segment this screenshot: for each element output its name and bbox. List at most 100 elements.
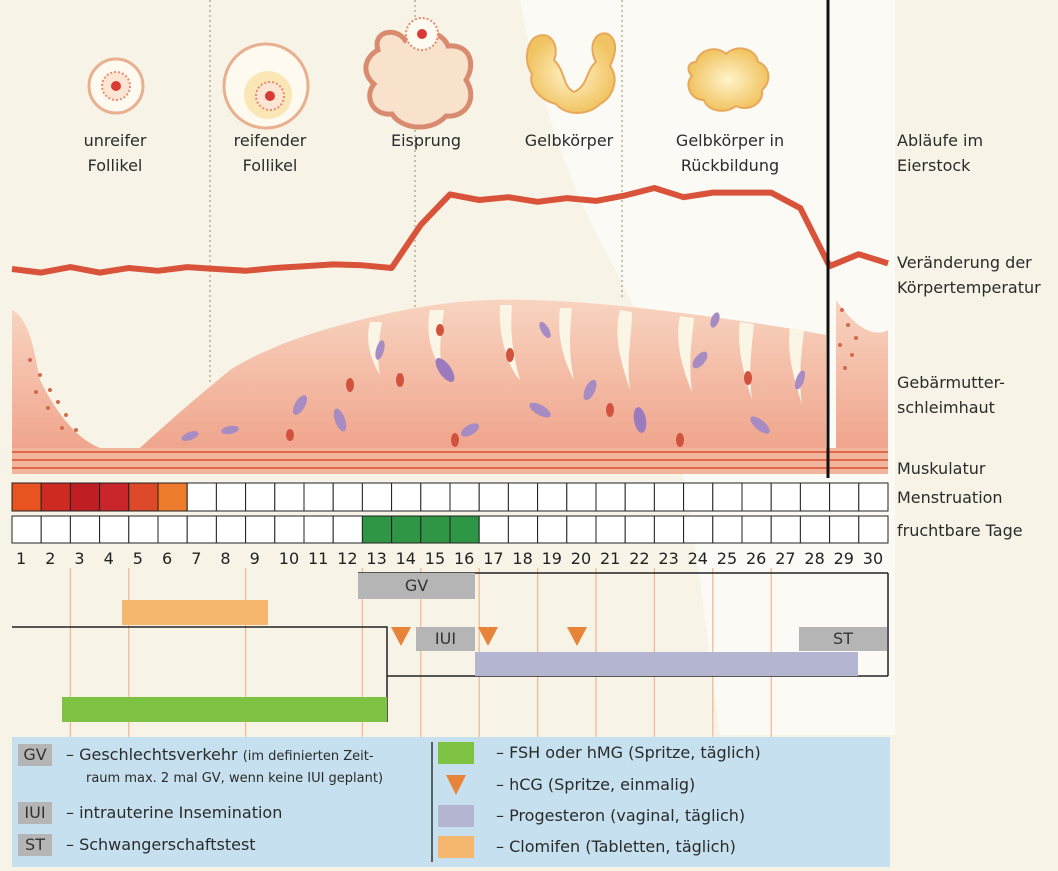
stage-label-line: Gelbkörper in — [675, 131, 785, 150]
fertile-day-cell — [858, 515, 889, 544]
iui-label: IUI — [434, 629, 457, 648]
legend-fsh-text: – FSH oder hMG (Spritze, täglich) — [496, 743, 761, 762]
ovulation-icon — [363, 17, 474, 130]
day-number: 13 — [366, 549, 386, 568]
stage-label-unripe-follicle: unreifer Follikel — [60, 128, 170, 178]
day-number: 10 — [279, 549, 299, 568]
menstruation-cell — [829, 482, 860, 512]
day-number: 23 — [658, 549, 678, 568]
row-label-temperature: Veränderung der Körpertemperatur — [897, 250, 1041, 300]
menstruation-cell — [624, 482, 655, 512]
unripe-follicle-icon — [87, 57, 145, 115]
stage-label-corpus-luteum: Gelbkörper — [510, 128, 628, 153]
legend-hcg-text: – hCG (Spritze, einmalig) — [496, 775, 696, 794]
schedule-area — [12, 572, 889, 722]
day-number: 5 — [133, 549, 143, 568]
day-number: 6 — [162, 549, 172, 568]
day-number: 1 — [16, 549, 26, 568]
ripening-follicle-icon — [222, 42, 310, 130]
fertile-day-cell — [245, 515, 276, 544]
menstruation-cell — [595, 482, 626, 512]
clomifen-bar — [122, 600, 268, 625]
corpus-luteum-icon — [526, 32, 616, 114]
stage-label-line: Rückbildung — [680, 156, 780, 175]
legend-progesteron-text: – Progesteron (vaginal, täglich) — [496, 806, 746, 825]
fertile-day-cell — [186, 515, 217, 544]
menstruation-cell — [391, 482, 422, 512]
stage-label-regressing-corpus-luteum: Gelbkörper in Rückbildung — [660, 128, 800, 178]
stage-label-ovulation: Eisprung — [370, 128, 482, 153]
menstruation-cell — [653, 482, 685, 512]
hcg-marker-day14 — [391, 627, 411, 646]
fertile-day-cell — [566, 515, 597, 544]
legend-fsh-swatch — [438, 742, 474, 764]
fertile-day-cell — [770, 515, 801, 544]
stage-label-line: reifender — [233, 131, 307, 150]
fsh-bracket-line — [12, 626, 388, 722]
menstruation-cell — [770, 482, 801, 512]
menstruation-cell — [507, 482, 539, 512]
day-number: 4 — [104, 549, 114, 568]
menstruation-cell — [303, 482, 334, 512]
menstruation-cell — [361, 482, 393, 512]
legend-gv-note2: raum max. 2 mal GV, wenn keine IUI gepla… — [86, 771, 384, 786]
legend-gv-text: – Geschlechtsverkehr (im definierten Zei… — [66, 744, 374, 768]
legend-iui-swatch — [18, 802, 52, 824]
legend-clomifen-text: – Clomifen (Tabletten, täglich) — [496, 837, 736, 856]
day-number: 22 — [629, 549, 649, 568]
menstruation-cell — [11, 482, 42, 512]
menstruation-cell — [478, 482, 509, 512]
menstruation-cell — [274, 482, 305, 512]
bleeding-dots — [28, 308, 858, 432]
legend-gv-main: – Geschlechtsverkehr — [66, 745, 238, 764]
iui-box — [416, 627, 475, 651]
menstruation-cell — [128, 482, 159, 512]
fertile-day-cell — [128, 515, 159, 544]
day-number: 14 — [396, 549, 416, 568]
fertile-day-cell — [361, 515, 393, 544]
day-number: 3 — [74, 549, 84, 568]
legend-st-swatch — [18, 834, 52, 856]
day-number: 15 — [425, 549, 445, 568]
row-label-ovary: Abläufe im Eierstock — [897, 128, 983, 178]
hcg-marker-day20 — [567, 627, 587, 646]
day-number: 12 — [337, 549, 357, 568]
fertile-day-cell — [215, 515, 247, 544]
fertile-day-cell — [69, 515, 101, 544]
legend-panel — [12, 737, 890, 867]
day-number: 26 — [746, 549, 766, 568]
legend-gv-note1: (im definierten Zeit- — [242, 749, 374, 764]
legend-hcg-triangle — [446, 775, 466, 795]
day-number: 29 — [834, 549, 854, 568]
fertile-day-cell — [624, 515, 655, 544]
fertile-day-cell — [420, 515, 451, 544]
row-label-fertile-days: fruchtbare Tage — [897, 521, 1023, 540]
day-number: 21 — [600, 549, 620, 568]
fertile-day-cell — [157, 515, 188, 544]
endometrium-right — [836, 300, 888, 448]
fertile-day-cell — [478, 515, 509, 544]
menstruation-cell — [683, 482, 714, 512]
row-label-line: Gebärmutter- — [897, 373, 1005, 392]
menstruation-cell — [215, 482, 247, 512]
legend-iui-text: – intrauterine Insemination — [66, 803, 283, 822]
legend-progesteron-swatch — [438, 805, 474, 827]
day-number: 2 — [45, 549, 55, 568]
stage-label-line: unreifer — [83, 131, 147, 150]
row-label-menstruation: Menstruation — [897, 488, 1003, 507]
day-number: 30 — [863, 549, 883, 568]
regressing-corpus-luteum-icon — [687, 47, 770, 112]
fertile-day-cell — [712, 515, 743, 544]
progesteron-bar — [475, 652, 858, 676]
muscle-layer — [12, 448, 888, 474]
legend-gv-abbr: GV — [23, 745, 47, 764]
row-label-endometrium: Gebärmutter- schleimhaut — [897, 370, 1005, 420]
fertile-day-cell — [653, 515, 685, 544]
stage-label-ripening-follicle: reifender Follikel — [210, 128, 330, 178]
fertile-day-cell — [799, 515, 831, 544]
stage-label-line: Follikel — [87, 156, 143, 175]
day-number: 25 — [717, 549, 737, 568]
menstruation-cell — [858, 482, 889, 512]
